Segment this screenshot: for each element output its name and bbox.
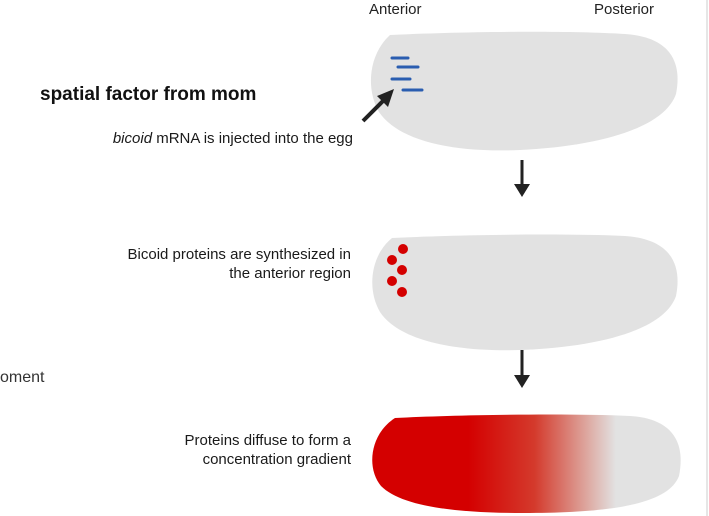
step2-line2: the anterior region <box>229 265 351 282</box>
anterior-label: Anterior <box>369 1 422 18</box>
protein-dot-1 <box>398 244 408 254</box>
bicoid-proteins <box>387 244 408 297</box>
step3-caption: Proteins diffuse to form a concentration… <box>185 431 351 469</box>
down-arrow-1 <box>514 160 530 197</box>
egg-3-gradient <box>372 414 681 513</box>
diagram-title: spatial factor from mom <box>40 84 257 105</box>
posterior-label: Posterior <box>594 1 655 18</box>
protein-dot-2 <box>387 255 397 265</box>
partial-side-text: oment <box>0 369 45 386</box>
pointer-arrow <box>361 89 394 123</box>
egg-2 <box>372 234 678 351</box>
step3-line1: Proteins diffuse to form a <box>184 432 351 449</box>
down-arrow-2 <box>514 350 530 388</box>
step2-line1: Bicoid proteins are synthesized in <box>127 246 351 263</box>
step2-caption: Bicoid proteins are synthesized in the a… <box>128 245 351 283</box>
protein-dot-4 <box>387 276 397 286</box>
mrna-strands <box>390 56 424 92</box>
bicoid-italic: bicoid <box>112 130 153 147</box>
step1-caption: bicoid mRNA is injected into the egg <box>113 129 353 148</box>
step3-line2: concentration gradient <box>202 451 351 468</box>
protein-dot-5 <box>397 287 407 297</box>
protein-dot-3 <box>397 265 407 275</box>
step1-rest: mRNA is injected into the egg <box>152 130 353 147</box>
egg-1 <box>370 31 678 151</box>
